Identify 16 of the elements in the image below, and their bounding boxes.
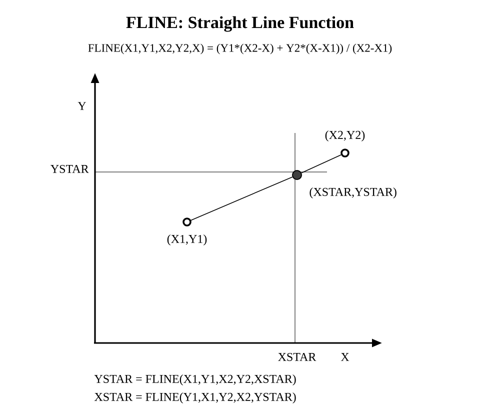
axis-label: Y [78, 102, 86, 110]
title: FLINE: Straight Line Function [126, 16, 354, 32]
axis-label: XSTAR [278, 352, 316, 362]
point-label: (X1,Y1) [167, 234, 207, 246]
data-point [340, 148, 350, 158]
equation: YSTAR = FLINE(X1,Y1,X2,Y2,XSTAR) [94, 374, 296, 386]
point-label: (X2,Y2) [325, 130, 365, 142]
axis-label: X [340, 353, 350, 361]
line-segment [301, 154, 342, 174]
point-label: (XSTAR,YSTAR) [310, 188, 396, 198]
formula: FLINE(X1,Y1,X2,Y2,X) = (Y1*(X2-X) + Y2*(X-X1)) / (X2-X1) [88, 44, 392, 54]
equation: XSTAR = FLINE(Y1,X1,Y2,X2,YSTAR) [94, 392, 296, 404]
line-segment [190, 176, 293, 221]
axis-label: YSTAR [50, 164, 89, 174]
intersection-point [292, 170, 302, 180]
data-point [182, 218, 192, 226]
